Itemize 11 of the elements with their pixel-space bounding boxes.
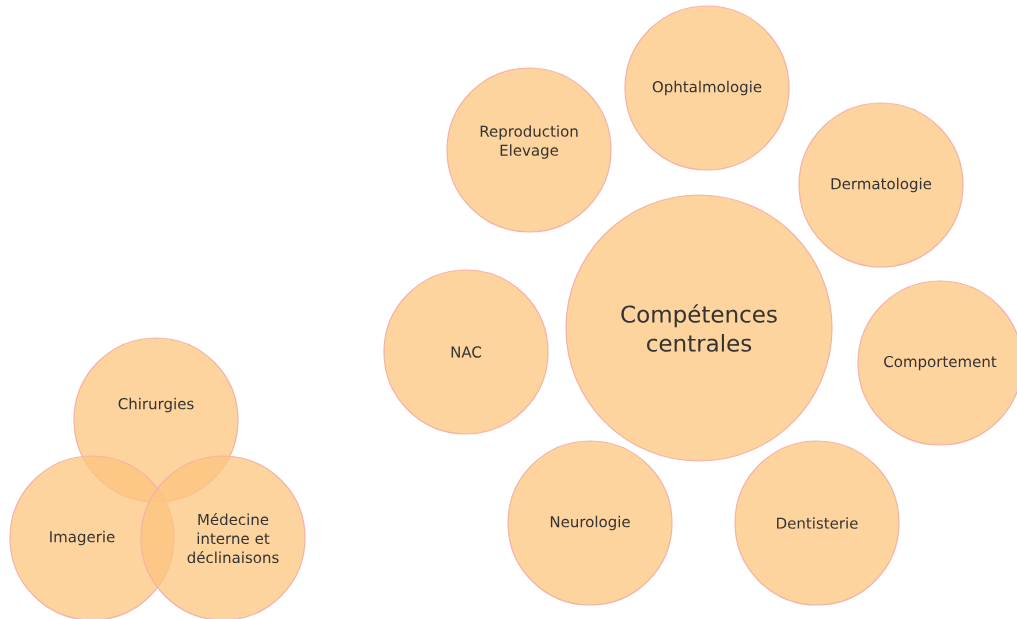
circle-label: Comportement bbox=[884, 355, 997, 371]
circle-label: Dermatologie bbox=[831, 177, 932, 193]
circle-label: Compétences centrales bbox=[621, 304, 777, 352]
circle-label: Neurologie bbox=[550, 515, 630, 531]
circle-label: Médecine interne et déclinaisons bbox=[187, 512, 279, 564]
circle-label: Chirurgies bbox=[118, 397, 194, 413]
circle-label: Ophtalmologie bbox=[652, 80, 762, 96]
circle-label: NAC bbox=[451, 346, 482, 358]
circle-label: Dentisterie bbox=[777, 517, 858, 529]
circle-label: Reproduction Elevage bbox=[480, 125, 578, 159]
circle-label: Imagerie bbox=[50, 530, 115, 546]
